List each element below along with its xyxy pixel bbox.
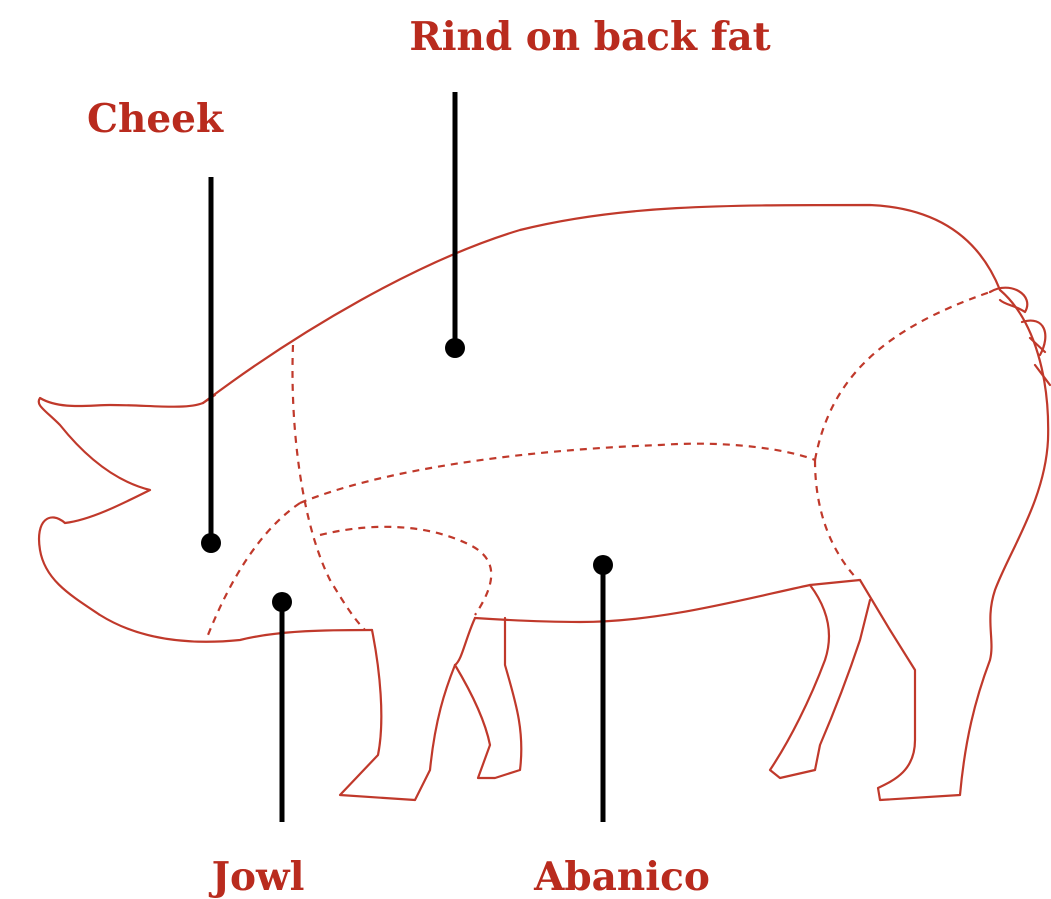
jowl-label: Jowl <box>209 854 305 899</box>
leader-cheek <box>201 177 221 553</box>
jowl-marker <box>272 592 292 612</box>
cheek-label: Cheek <box>87 96 224 142</box>
rind-label: Rind on back fat <box>409 14 770 60</box>
abanico-label: Abanico <box>533 854 710 899</box>
cut-lines <box>208 292 990 635</box>
leader-rind <box>445 92 465 358</box>
leader-abanico <box>593 555 613 822</box>
rind-marker <box>445 338 465 358</box>
cheek-marker <box>201 533 221 553</box>
leader-jowl <box>272 592 292 822</box>
abanico-marker <box>593 555 613 575</box>
pig-outline <box>39 205 1050 800</box>
